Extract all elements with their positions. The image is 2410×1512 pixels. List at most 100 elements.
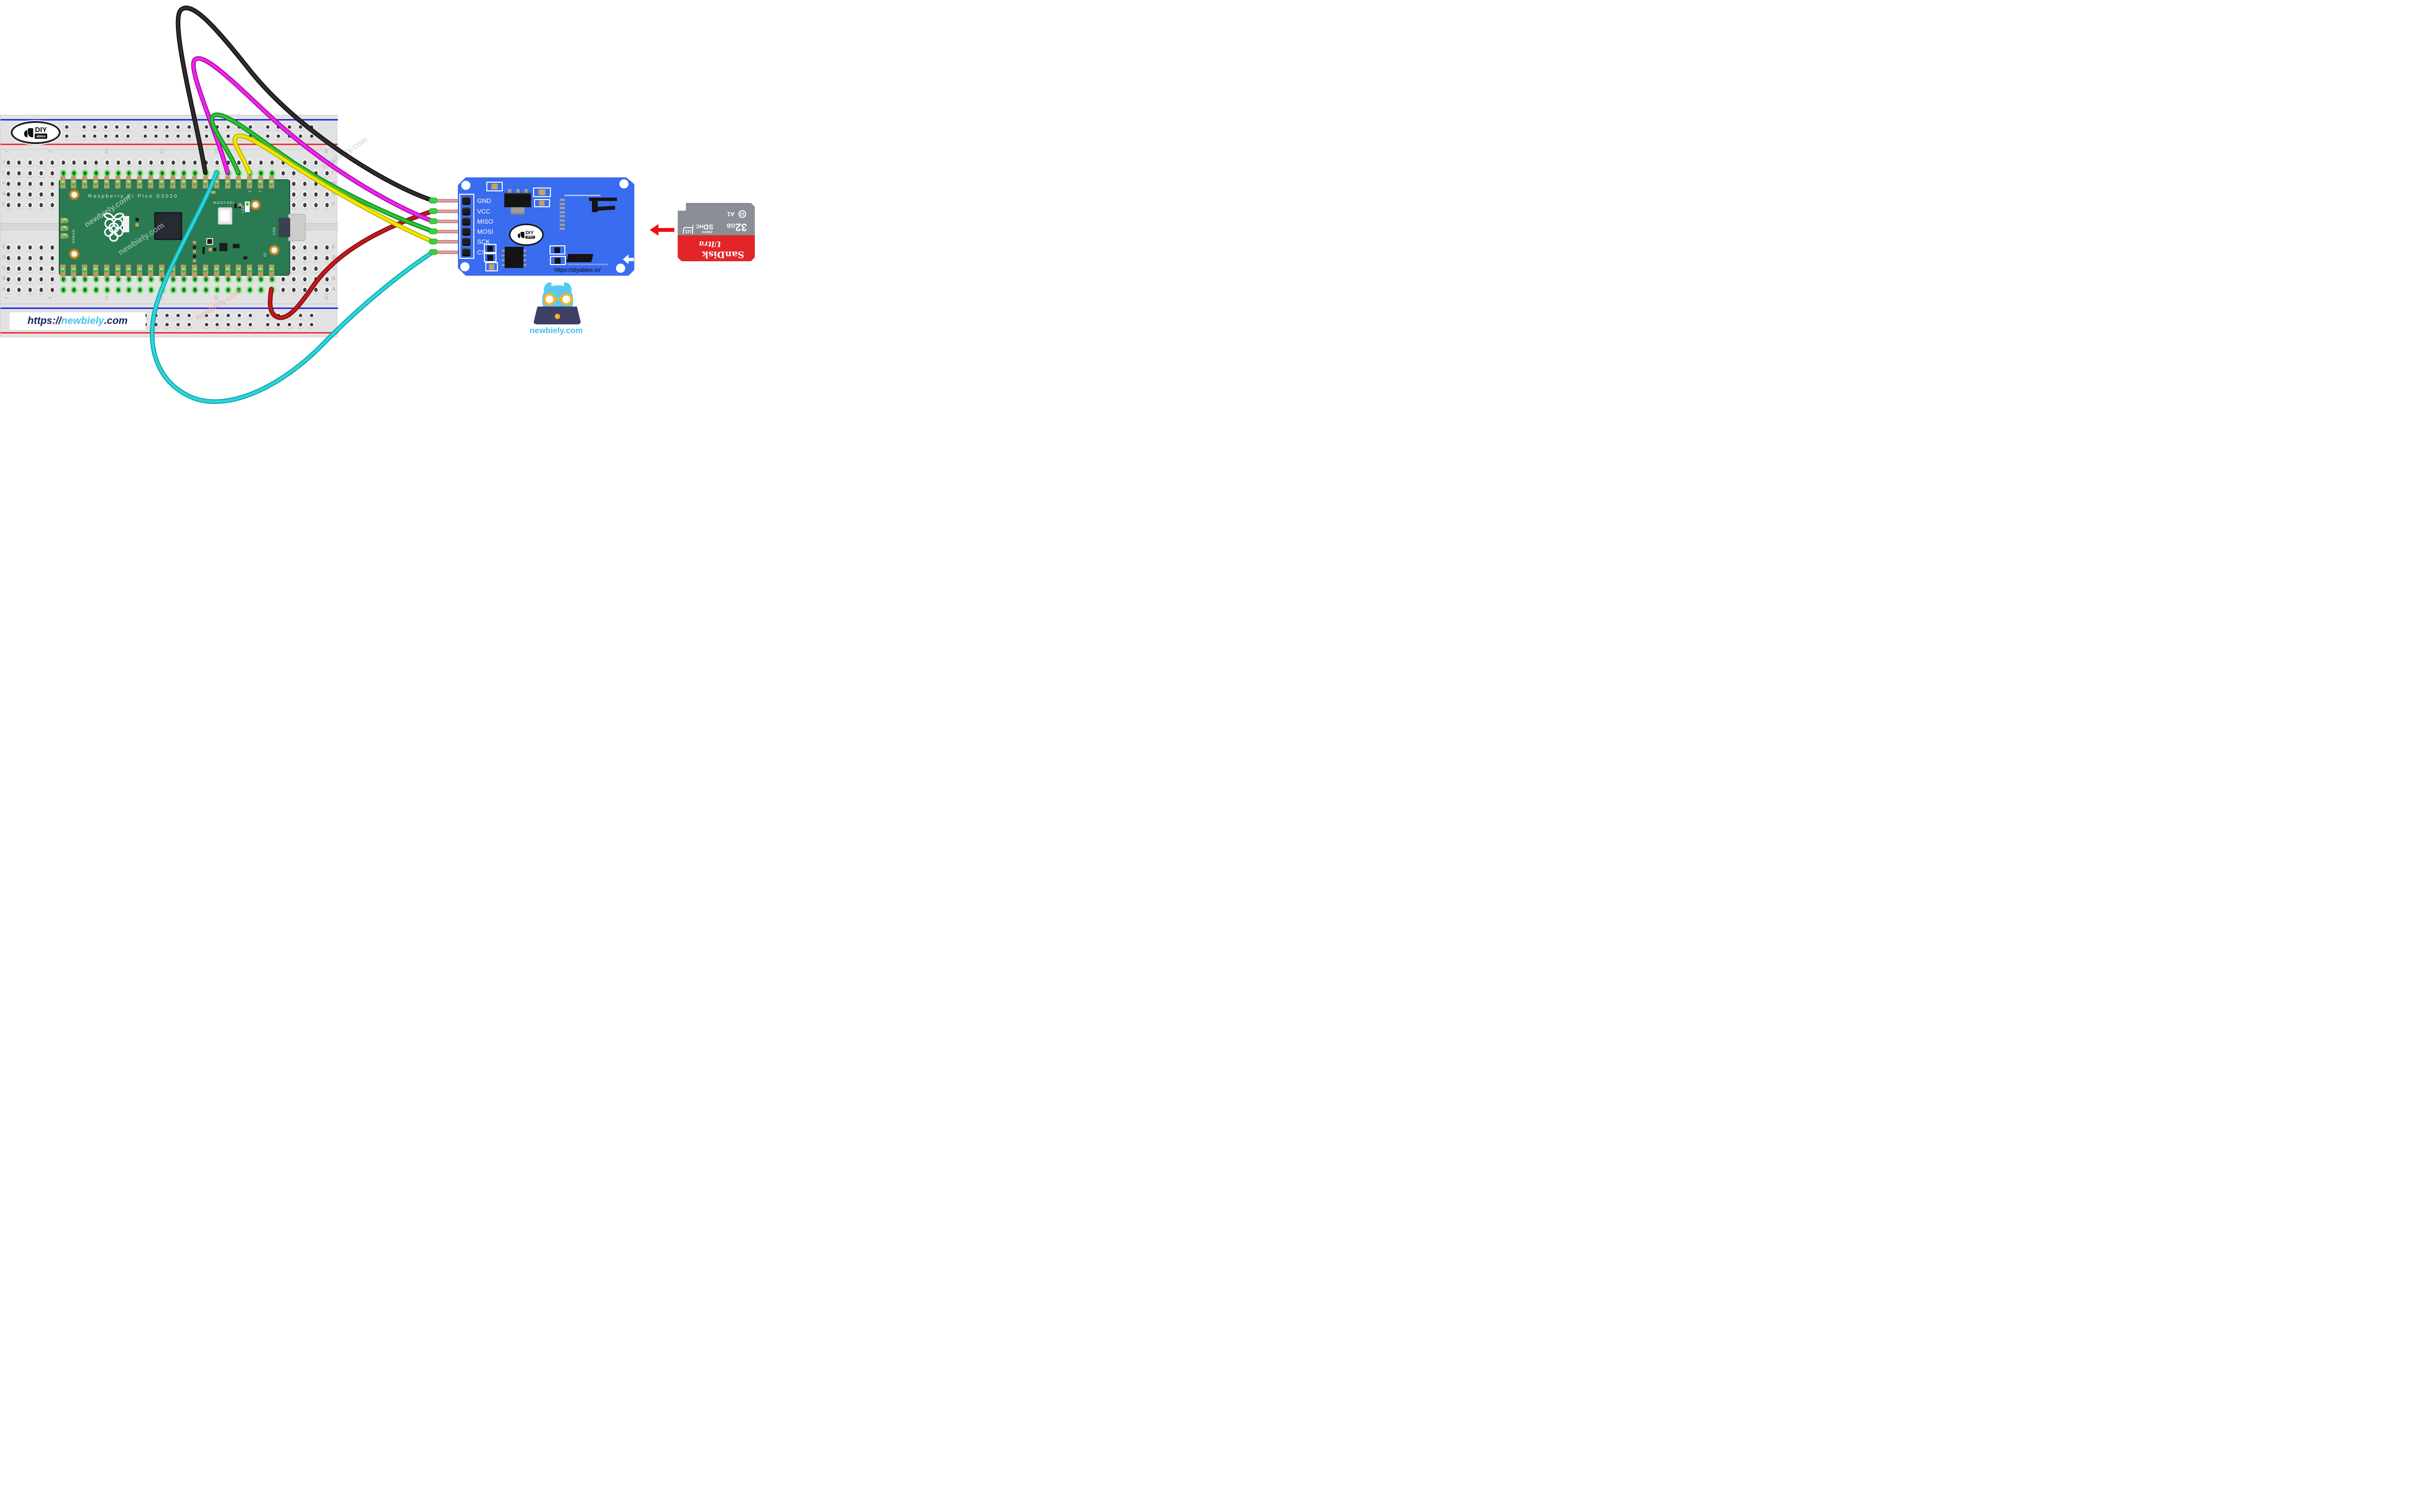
breadboard-hole bbox=[165, 125, 169, 129]
breadboard-hole bbox=[215, 287, 219, 292]
breadboard-hole bbox=[17, 192, 21, 197]
breadboard-hole bbox=[149, 171, 153, 175]
breadboard-hole bbox=[6, 202, 10, 207]
breadboard-hole bbox=[193, 277, 197, 281]
owl-glasses-right bbox=[560, 293, 573, 306]
sd-card-face: SanDisk Ultra 32GB micro SDHC I U1 10 A1 bbox=[678, 203, 755, 261]
breadboard-hole bbox=[82, 125, 86, 129]
breadboard-hole bbox=[39, 277, 43, 281]
breadboard-hole bbox=[298, 322, 302, 326]
pico-smd bbox=[135, 223, 139, 227]
breadboard-hole bbox=[298, 134, 302, 138]
breadboard-hole bbox=[50, 171, 54, 175]
slot-pin bbox=[560, 199, 565, 201]
row-letter: D bbox=[2, 255, 6, 260]
sd-card-capacity-unit: GB bbox=[726, 222, 736, 229]
row-letter: H bbox=[332, 181, 336, 186]
breadboard-hole bbox=[83, 160, 87, 165]
breadboard-hole bbox=[248, 287, 252, 292]
breadboard-hole bbox=[127, 277, 131, 281]
breadboard-hole bbox=[215, 322, 219, 326]
pico-smd bbox=[135, 218, 139, 221]
breadboard-hole bbox=[266, 125, 269, 129]
pico-pin bbox=[160, 181, 164, 185]
regulator-leg bbox=[508, 189, 511, 193]
breadboard-hole bbox=[17, 202, 21, 207]
breadboard-hole bbox=[83, 277, 87, 281]
breadboard-hole bbox=[17, 160, 21, 165]
pico-pin bbox=[171, 268, 174, 272]
module-header-hole bbox=[462, 248, 470, 256]
module-mount-hole bbox=[461, 181, 470, 190]
ic-pin bbox=[502, 259, 505, 261]
pico-pin bbox=[105, 181, 109, 185]
breadboard-hole bbox=[17, 245, 21, 250]
module-resistor-box bbox=[486, 182, 503, 191]
breadboard-hole bbox=[227, 125, 230, 129]
breadboard-hole bbox=[237, 160, 241, 165]
breadboard-hole bbox=[61, 160, 65, 165]
owl-glasses-left bbox=[543, 293, 556, 306]
breadboard-hole bbox=[182, 171, 186, 175]
breadboard-hole bbox=[116, 171, 120, 175]
pico-led bbox=[245, 201, 250, 212]
pico-pin bbox=[160, 268, 164, 272]
breadboard-hole bbox=[17, 266, 21, 271]
breadboard-hole bbox=[314, 171, 318, 175]
slot-latch bbox=[598, 205, 615, 211]
breadboard-hole bbox=[138, 287, 142, 292]
module-resistor-box bbox=[549, 245, 565, 254]
row-letter: J bbox=[332, 160, 335, 165]
pico-pin bbox=[192, 181, 197, 185]
breadboard-hole bbox=[28, 277, 32, 281]
module-jumper-box bbox=[485, 262, 498, 271]
pico-pin bbox=[137, 268, 142, 272]
breadboard-hole bbox=[50, 202, 54, 207]
breadboard-hole bbox=[6, 245, 10, 250]
pico-smd bbox=[193, 241, 196, 244]
diyables-logo-ables: ables bbox=[35, 133, 47, 139]
breadboard-hole bbox=[138, 277, 142, 281]
breadboard-hole bbox=[215, 160, 219, 165]
module-jumper bbox=[489, 264, 495, 270]
module-pin-label: SCK bbox=[477, 238, 490, 245]
sd-card-gray-band: 32GB micro SDHC I U1 10 A1 bbox=[678, 203, 755, 235]
breadboard-hole bbox=[248, 277, 252, 281]
pico-smd bbox=[243, 256, 247, 259]
breadboard-hole bbox=[248, 134, 252, 138]
breadboard-hole bbox=[6, 181, 10, 186]
breadboard-hole bbox=[39, 245, 43, 250]
breadboard-hole bbox=[325, 255, 329, 260]
sck-wire bbox=[233, 134, 434, 243]
breadboard-hole bbox=[259, 171, 263, 175]
breadboard-hole bbox=[204, 287, 208, 292]
breadboard-hole bbox=[277, 322, 281, 326]
breadboard-hole bbox=[143, 125, 147, 129]
breadboard-hole bbox=[281, 171, 285, 175]
breadboard-hole bbox=[50, 160, 54, 165]
red-arrow-icon bbox=[650, 224, 658, 236]
module-resistor bbox=[538, 189, 546, 195]
breadboard-hole bbox=[314, 192, 318, 197]
breadboard-hole bbox=[6, 277, 10, 281]
row-letter: D bbox=[332, 255, 336, 260]
newbiely-url-plate: https://newbiely.com bbox=[10, 312, 146, 330]
breadboard-hole bbox=[105, 277, 109, 281]
breadboard-hole bbox=[182, 160, 186, 165]
cs-wire bbox=[151, 171, 434, 403]
breadboard-hole bbox=[39, 287, 43, 292]
wire-connector-tip bbox=[429, 249, 438, 255]
breadboard-hole bbox=[165, 313, 169, 317]
slot-underline bbox=[567, 264, 608, 265]
breadboard-hole bbox=[303, 181, 307, 186]
module-mount-hole bbox=[616, 264, 625, 273]
module-diyables-logo: DIY ables bbox=[509, 224, 544, 246]
usb-connector-shell bbox=[288, 214, 306, 241]
breadboard-hole bbox=[248, 313, 252, 317]
module-resistor bbox=[491, 184, 498, 189]
breadboard-hole bbox=[105, 171, 109, 175]
breadboard-hole bbox=[105, 287, 109, 292]
pico-smd bbox=[202, 247, 205, 254]
voltage-regulator bbox=[504, 193, 531, 207]
breadboard-hole bbox=[165, 322, 169, 326]
